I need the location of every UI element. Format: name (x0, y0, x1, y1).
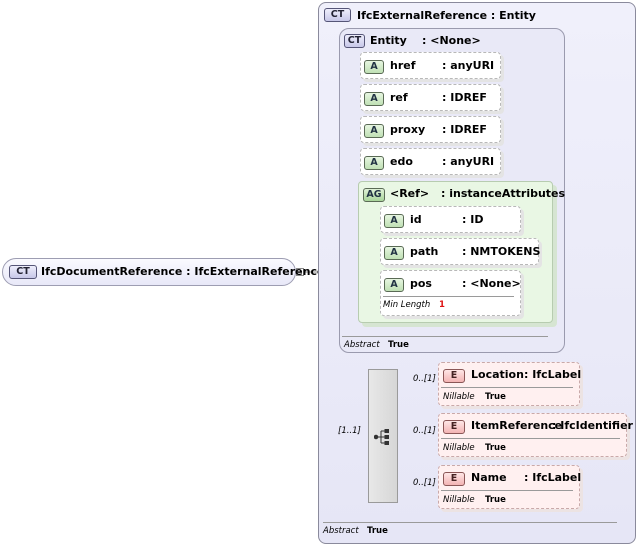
entity-abstract-label: Abstract (344, 340, 380, 350)
complex-type-icon: CT (344, 34, 365, 48)
attribute-name: href (390, 59, 416, 72)
sequence-icon (374, 429, 389, 445)
element-name: Name (471, 471, 507, 484)
attribute-type: : IDREF (442, 91, 487, 104)
attribute-name: pos (410, 277, 432, 290)
facet-value: 1 (439, 300, 445, 310)
element-name: Location (471, 368, 524, 381)
element-icon: E (443, 472, 465, 486)
element-location[interactable]: E Location : IfcLabel Nillable True (438, 362, 582, 406)
entity-name: Entity (370, 34, 407, 47)
attribute-name: ref (390, 91, 408, 104)
attribute-edo[interactable]: A edo : anyURI (360, 148, 501, 175)
root-type-label: IfcDocumentReference : IfcExternalRefere… (41, 265, 325, 278)
nillable-value: True (485, 495, 506, 505)
attribute-group-type: : instanceAttributes (441, 187, 566, 200)
attribute-group-icon: AG (363, 188, 385, 202)
collapse-toggle[interactable] (296, 268, 304, 276)
element-occurrence: 0..[1] (413, 426, 436, 436)
sequence-occurrence: [1..1] (338, 426, 361, 436)
element-name: ItemReference (471, 419, 563, 432)
attribute-id[interactable]: A id : ID (380, 206, 521, 233)
element-type: : IfcLabel (524, 368, 582, 381)
nillable-label: Nillable (443, 495, 475, 505)
nillable-value: True (485, 443, 506, 453)
attribute-proxy[interactable]: A proxy : IDREF (360, 116, 501, 143)
nillable-value: True (485, 392, 506, 402)
ext-abstract-value: True (367, 526, 388, 536)
attribute-type: : <None> (462, 277, 521, 290)
facet-label: Min Length (383, 300, 431, 310)
attribute-type: : NMTOKENS (462, 245, 541, 258)
attribute-type: : anyURI (442, 155, 495, 168)
attribute-type: : ID (462, 213, 484, 226)
attribute-icon: A (384, 214, 404, 228)
attribute-name: path (410, 245, 439, 258)
attribute-name: id (410, 213, 422, 226)
element-itemreference[interactable]: E ItemReference : IfcIdentifier Nillable… (438, 413, 633, 457)
attribute-type: : anyURI (442, 59, 495, 72)
sequence-compositor[interactable] (368, 369, 398, 503)
element-occurrence: 0..[1] (413, 478, 436, 488)
nillable-label: Nillable (443, 392, 475, 402)
nillable-label: Nillable (443, 443, 475, 453)
attribute-icon: A (384, 246, 404, 260)
root-complex-type[interactable]: CT IfcDocumentReference : IfcExternalRef… (2, 258, 324, 286)
entity-type: : <None> (422, 34, 481, 47)
element-icon: E (443, 369, 465, 383)
attribute-icon: A (364, 156, 384, 170)
complex-type-icon: CT (9, 265, 37, 279)
attribute-group-name: <Ref> (390, 187, 430, 200)
minus-icon (298, 272, 302, 273)
attribute-name: proxy (390, 123, 426, 136)
ext-abstract-label: Abstract (323, 526, 359, 536)
element-icon: E (443, 420, 465, 434)
complex-type-icon: CT (324, 8, 351, 22)
attribute-name: edo (390, 155, 413, 168)
attribute-href[interactable]: A href : anyURI (360, 52, 501, 79)
attribute-icon: A (364, 60, 384, 74)
attribute-icon: A (364, 92, 384, 106)
element-type: : IfcLabel (524, 471, 582, 484)
entity-abstract-value: True (388, 340, 409, 350)
element-name[interactable]: E Name : IfcLabel Nillable True (438, 465, 582, 509)
ext-type-title: IfcExternalReference : Entity (357, 9, 536, 22)
attribute-path[interactable]: A path : NMTOKENS (380, 238, 541, 265)
attribute-ref[interactable]: A ref : IDREF (360, 84, 501, 111)
attribute-pos[interactable]: A pos : <None> Min Length 1 (380, 270, 521, 316)
element-type: : IfcIdentifier (552, 419, 633, 432)
attribute-type: : IDREF (442, 123, 487, 136)
attribute-icon: A (364, 124, 384, 138)
attribute-icon: A (384, 278, 404, 292)
element-occurrence: 0..[1] (413, 374, 436, 384)
